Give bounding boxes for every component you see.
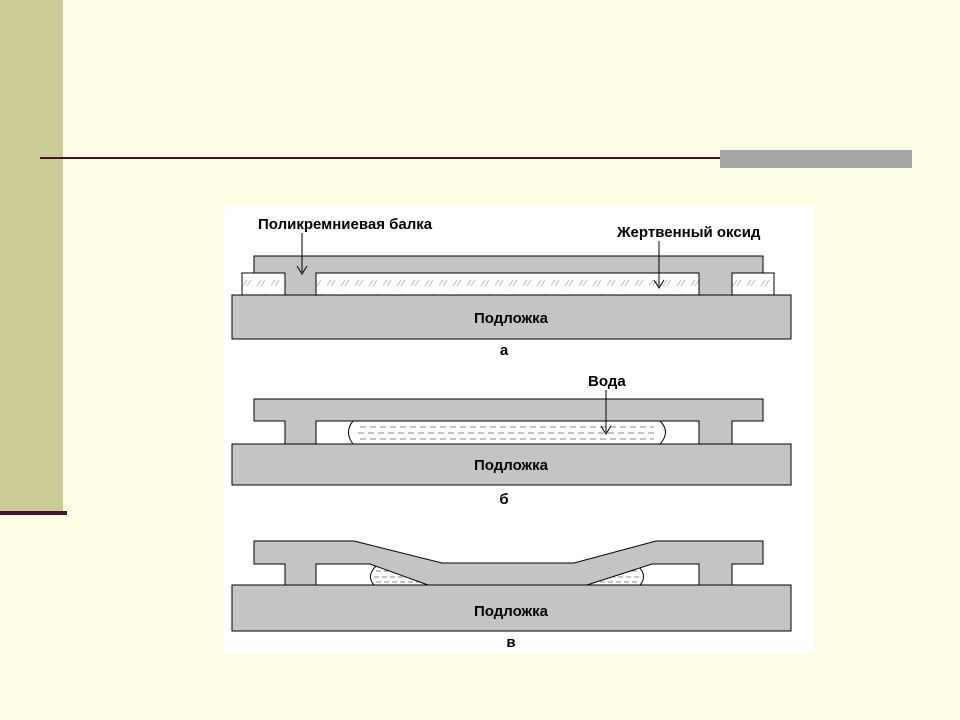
poly-beam-arrowhead bbox=[296, 265, 308, 275]
title-divider-line bbox=[40, 157, 912, 159]
stage-c: Подложка в bbox=[231, 540, 792, 651]
water-lines bbox=[358, 426, 656, 440]
water-meniscus-left bbox=[348, 420, 354, 445]
poly-beam bbox=[253, 255, 764, 296]
diagram-canvas: Подложка а Поликремниевая балка Жертвенн… bbox=[231, 216, 792, 651]
sacrificial-oxide-center bbox=[315, 272, 700, 296]
water-label: Вода bbox=[588, 373, 626, 390]
stage-letter-a: а bbox=[500, 342, 509, 359]
substrate bbox=[231, 294, 792, 340]
substrate-label: Подложка bbox=[474, 310, 549, 327]
substrate bbox=[231, 443, 792, 486]
sidebar-rule bbox=[0, 511, 67, 515]
poly-beam bbox=[253, 398, 764, 445]
sidebar-band bbox=[0, 0, 63, 512]
title-accent-bar bbox=[720, 150, 912, 168]
residual-water-left bbox=[316, 564, 428, 585]
stage-letter-c: в bbox=[506, 634, 515, 651]
water-meniscus-left bbox=[370, 565, 377, 586]
substrate-label: Подложка bbox=[474, 457, 549, 474]
stage-a: Подложка а Поликремниевая балка Жертвенн… bbox=[231, 216, 792, 359]
water-meniscus-right bbox=[659, 420, 666, 445]
stage-b: Подложка б Вода bbox=[231, 373, 792, 508]
sacrificial-oxide-arrowhead bbox=[653, 279, 665, 289]
stage-letter-b: б bbox=[499, 491, 508, 508]
substrate-label: Подложка bbox=[474, 603, 549, 620]
sacrificial-oxide-right-end bbox=[731, 272, 775, 296]
sacrificial-oxide-label: Жертвенный оксид bbox=[616, 224, 761, 241]
mems-release-diagram: Подложка а Поликремниевая балка Жертвенн… bbox=[224, 206, 814, 653]
poly-beam-label: Поликремниевая балка bbox=[258, 216, 433, 233]
water-arrowhead bbox=[600, 425, 612, 435]
substrate bbox=[231, 584, 792, 632]
sacrificial-oxide-left-end bbox=[241, 272, 286, 296]
